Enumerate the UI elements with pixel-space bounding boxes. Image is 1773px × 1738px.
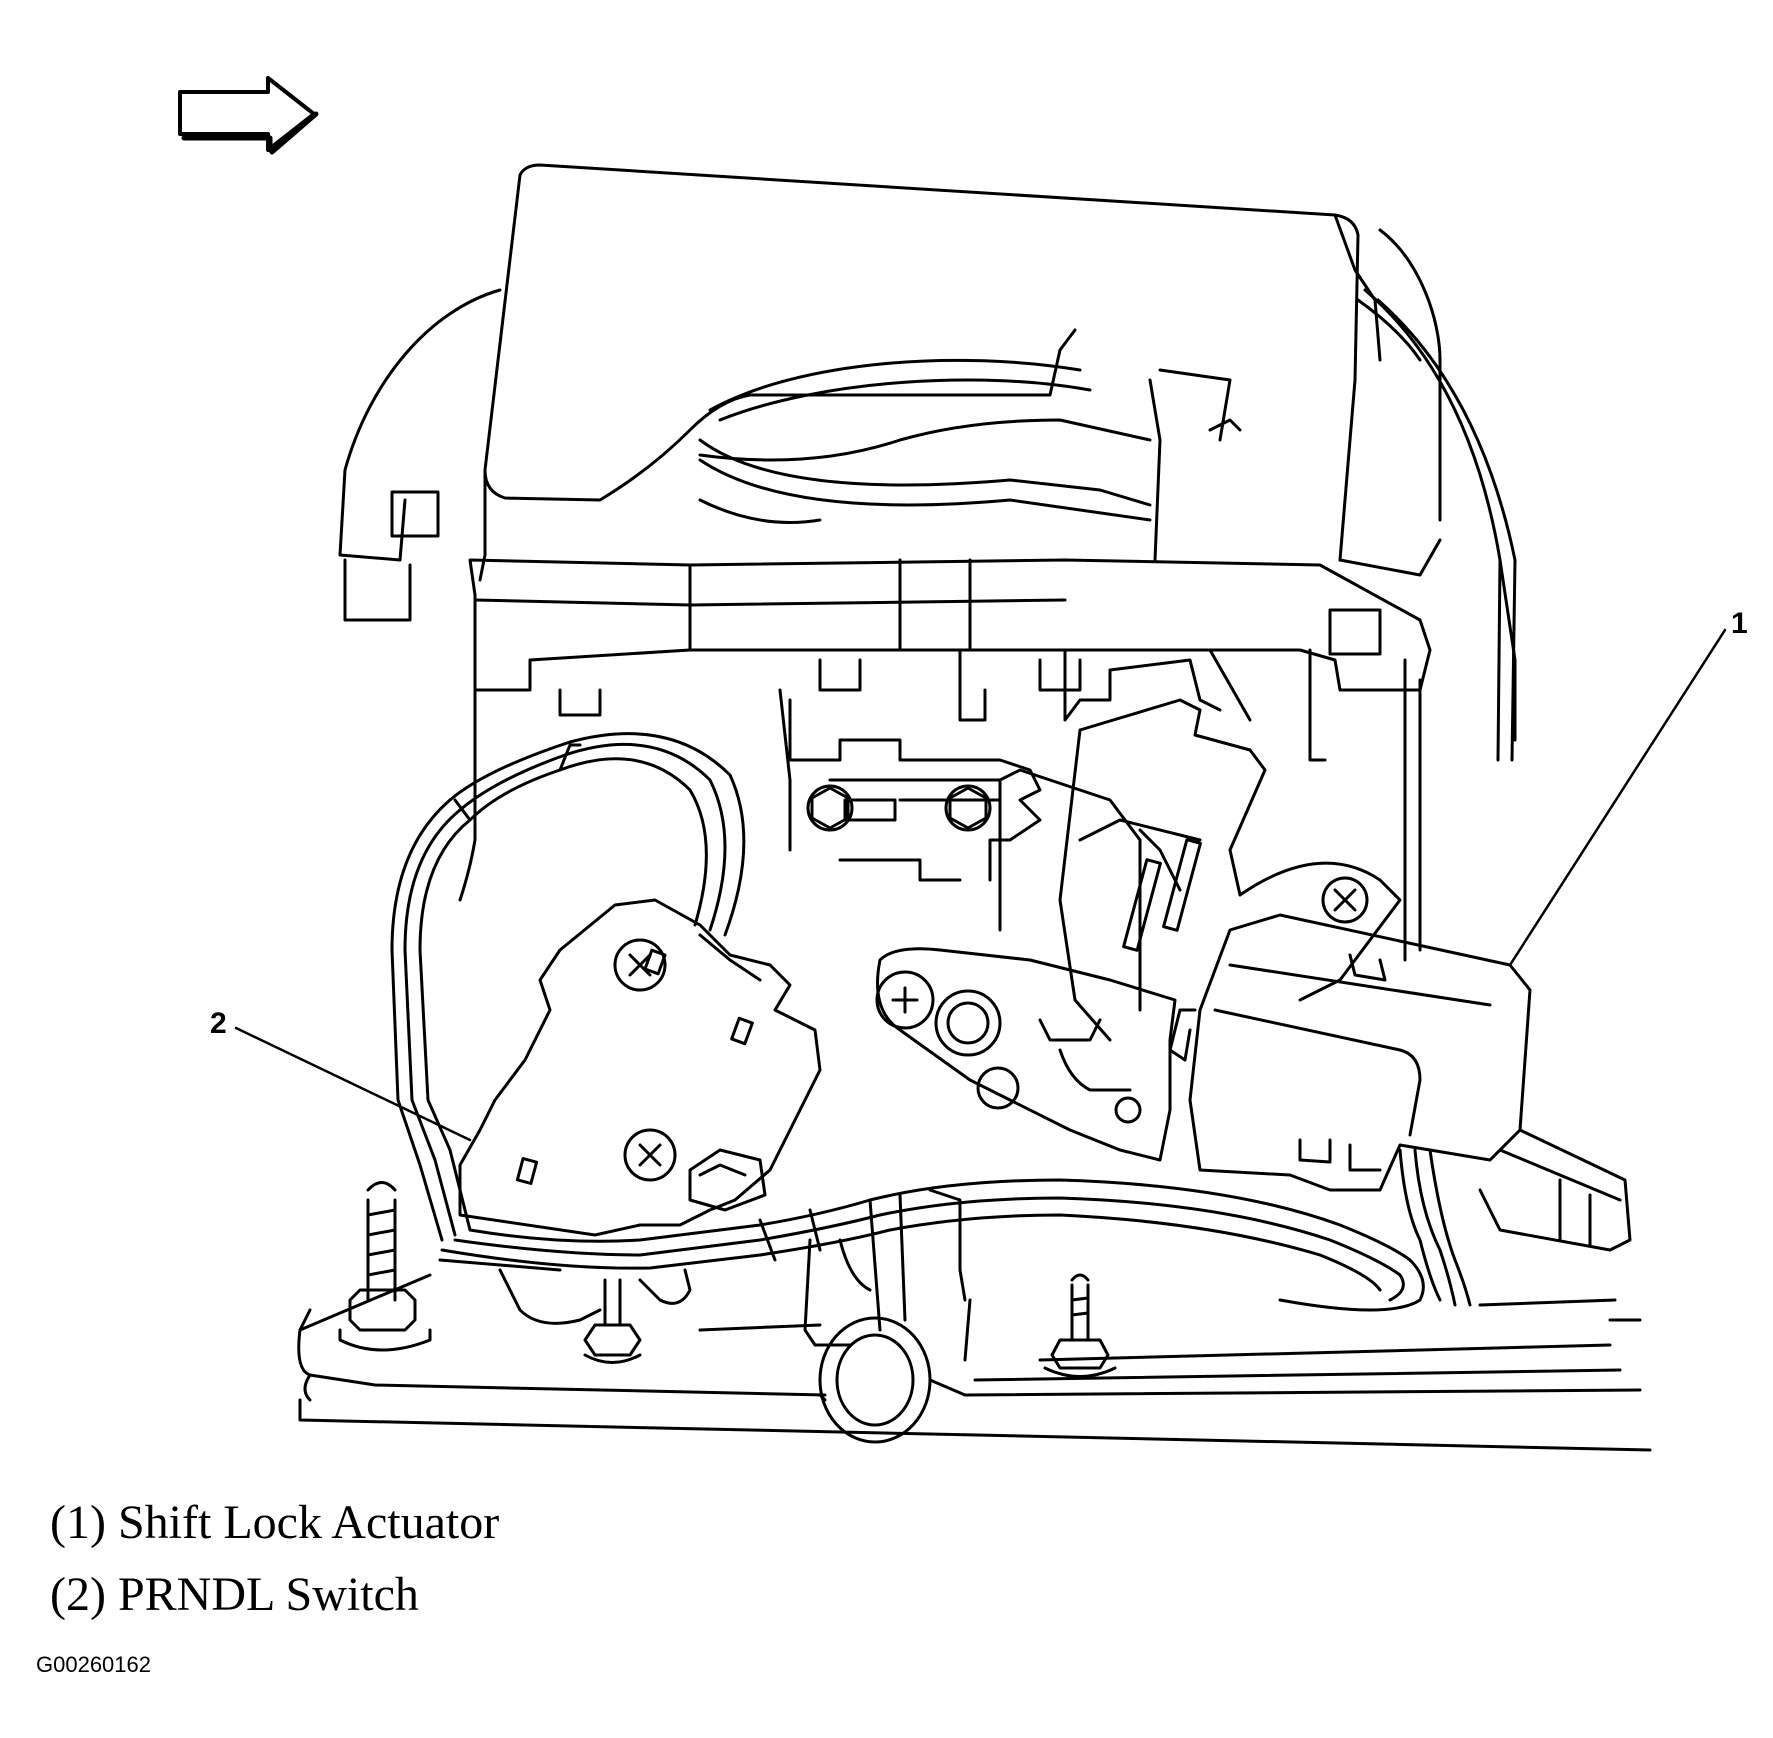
pivot-link	[875, 947, 1177, 1162]
top-cover	[478, 163, 1517, 762]
shift-lock-actuator	[1168, 913, 1632, 1252]
base-coil	[818, 1316, 967, 1444]
legend-item-shift-lock-actuator: (1) Shift Lock Actuator	[50, 1496, 500, 1549]
mounting-studs	[338, 1181, 1117, 1378]
legend-item-prndl-switch: (2) PRNDL Switch	[50, 1568, 419, 1621]
leader-lines	[234, 628, 1727, 1142]
callout-number-2: 2	[210, 1007, 227, 1040]
shifter-body	[458, 648, 1252, 1012]
callout-number-1: 1	[1731, 607, 1748, 640]
leader-line-2	[234, 1026, 472, 1142]
wire-harness	[390, 732, 1472, 1312]
prndl-switch	[458, 898, 822, 1237]
leader-line-1	[1508, 628, 1727, 967]
base-plate	[297, 1258, 1652, 1452]
actuator-lever	[1058, 698, 1402, 1042]
figure-id: G00260162	[36, 1652, 151, 1677]
arrow-right-icon	[178, 76, 319, 155]
shifter-housing	[338, 228, 1442, 622]
gate-plate	[468, 558, 1432, 962]
bracket-bolts	[806, 784, 992, 832]
lower-clip	[498, 1188, 967, 1347]
